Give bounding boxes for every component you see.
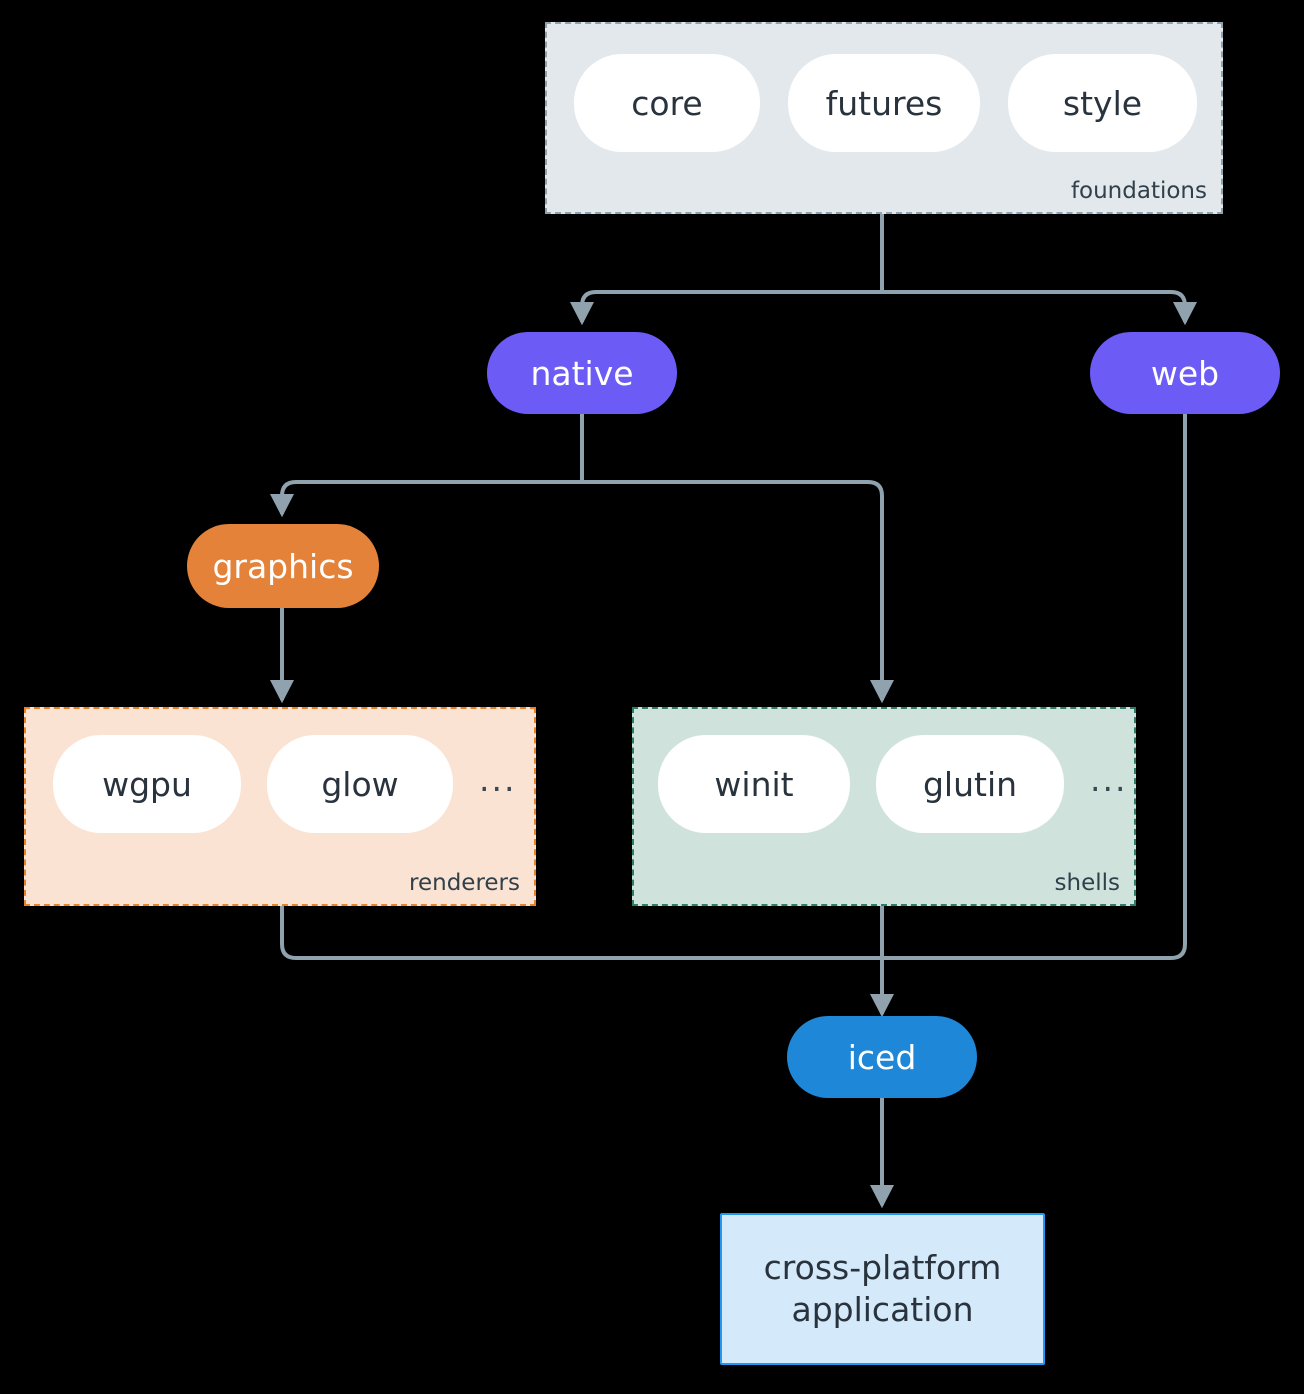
pill-futures[interactable]: futures xyxy=(788,54,980,152)
edge-foundations-to-native xyxy=(570,290,882,326)
renderers-members: wgpu glow ... xyxy=(53,735,516,833)
edge-native-to-shells xyxy=(582,480,895,704)
pill-label: wgpu xyxy=(102,764,192,804)
node-web[interactable]: web xyxy=(1090,332,1280,414)
node-native[interactable]: native xyxy=(487,332,677,414)
application-line-2: application xyxy=(791,1290,974,1329)
pill-style[interactable]: style xyxy=(1008,54,1197,152)
pill-label: futures xyxy=(825,83,943,123)
node-label: iced xyxy=(847,1037,917,1077)
shells-overflow-ellipsis: ... xyxy=(1090,759,1128,799)
pill-winit[interactable]: winit xyxy=(658,735,850,833)
node-label: graphics xyxy=(212,546,354,586)
pill-core[interactable]: core xyxy=(574,54,760,152)
group-label-foundations: foundations xyxy=(1070,178,1207,204)
pill-label: winit xyxy=(714,764,794,804)
pill-glutin[interactable]: glutin xyxy=(876,735,1064,833)
edge-native-to-graphics xyxy=(270,480,582,518)
node-label: web xyxy=(1150,353,1220,393)
foundations-members: core futures style xyxy=(574,54,1197,152)
group-label-shells: shells xyxy=(1054,870,1120,896)
edge-renderers-to-iced xyxy=(280,906,882,960)
pill-label: glutin xyxy=(922,764,1018,804)
application-line-1: cross-platform xyxy=(763,1247,1002,1287)
renderers-overflow-ellipsis: ... xyxy=(479,759,517,799)
pill-label: style xyxy=(1062,83,1143,123)
pill-label: glow xyxy=(321,764,399,804)
group-label-renderers: renderers xyxy=(409,870,520,896)
edge-foundations-to-web xyxy=(882,290,1198,326)
node-iced[interactable]: iced xyxy=(787,1016,977,1098)
group-renderers: wgpu glow ... renderers xyxy=(24,707,536,906)
pill-label: core xyxy=(631,83,703,123)
pill-glow[interactable]: glow xyxy=(267,735,453,833)
pill-wgpu[interactable]: wgpu xyxy=(53,735,241,833)
node-label: native xyxy=(530,353,634,393)
group-shells: winit glutin ... shells xyxy=(632,707,1136,906)
shells-members: winit glutin ... xyxy=(658,735,1127,833)
node-graphics[interactable]: graphics xyxy=(187,524,379,608)
node-application[interactable]: cross-platform application xyxy=(720,1213,1045,1365)
group-foundations: core futures style foundations xyxy=(545,22,1223,214)
